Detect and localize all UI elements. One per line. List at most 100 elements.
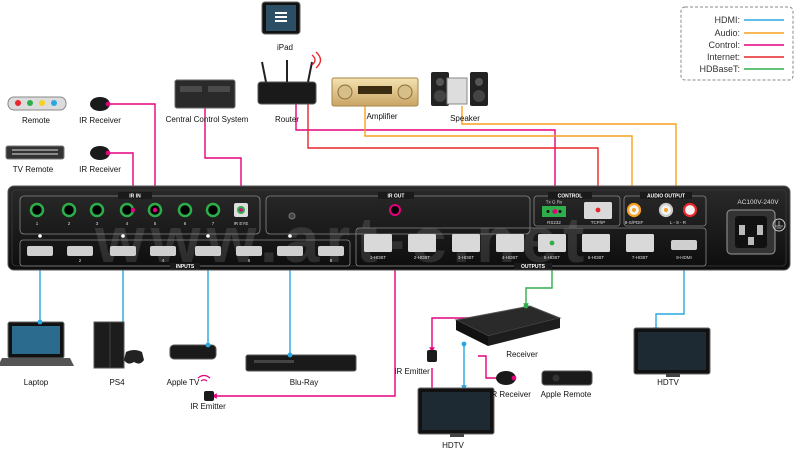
ir-out-label: IR OUT bbox=[388, 194, 405, 200]
svg-text:2: 2 bbox=[68, 221, 71, 226]
bluray-device bbox=[245, 352, 357, 372]
outputs-label: OUTPUTS bbox=[521, 264, 546, 270]
central-control-label: Central Control System bbox=[166, 115, 249, 124]
hdtv-center-label: HDTV bbox=[442, 441, 464, 450]
ipad-label: iPad bbox=[277, 43, 293, 52]
ir-emitter-1-icon bbox=[204, 391, 214, 401]
svg-text:2-HDBT: 2-HDBT bbox=[414, 255, 431, 260]
tv-remote-label: TV Remote bbox=[13, 165, 54, 174]
svg-text:8-S/PDIF: 8-S/PDIF bbox=[625, 220, 644, 225]
svg-text:Tx G Rx: Tx G Rx bbox=[546, 200, 563, 205]
hdmi-input-7[interactable] bbox=[277, 246, 303, 256]
ipad-device bbox=[261, 1, 301, 35]
svg-text:4: 4 bbox=[162, 258, 165, 263]
apple-tv-label: Apple TV bbox=[167, 378, 200, 387]
output-7-hdbt[interactable] bbox=[626, 234, 654, 252]
amplifier-label: Amplifier bbox=[366, 112, 397, 121]
ir-in-ports bbox=[29, 202, 248, 218]
hdtv-right-label: HDTV bbox=[657, 378, 679, 387]
audio-output-label: AUDIO OUTPUT bbox=[647, 194, 685, 200]
ir-in-label: IR IN bbox=[129, 194, 141, 200]
central-control-device bbox=[174, 79, 236, 109]
matrix-switcher-panel: www.art-c.net IR IN 1 2 3 4 5 6 7 IR EYE bbox=[7, 185, 791, 276]
wires-internet bbox=[307, 104, 601, 199]
svg-text:7: 7 bbox=[212, 221, 215, 226]
ir-eye-label: IR EYE bbox=[234, 221, 249, 226]
ir-emitter-2-label: IR Emitter bbox=[394, 367, 430, 376]
legend: HDMI: Audio: Control: Internet: HDBaseT: bbox=[680, 6, 794, 81]
svg-text:5: 5 bbox=[154, 221, 157, 226]
svg-text:3-HDBT: 3-HDBT bbox=[458, 255, 475, 260]
ground-icon bbox=[772, 218, 786, 232]
ir-out-port-active[interactable] bbox=[389, 204, 401, 216]
ir-receiver-3-icon bbox=[496, 371, 516, 385]
ps4-label: PS4 bbox=[109, 378, 125, 387]
legend-audio: Audio: bbox=[714, 28, 740, 38]
wires-hdbaset bbox=[523, 262, 553, 309]
hdmi-input-1[interactable] bbox=[27, 246, 53, 256]
hdmi-inputs bbox=[27, 234, 344, 256]
speaker-label: Speaker bbox=[450, 114, 480, 123]
svg-text:1: 1 bbox=[36, 221, 39, 226]
hdmi-input-5[interactable] bbox=[195, 246, 221, 256]
output-4-hdbt[interactable] bbox=[496, 234, 524, 252]
svg-text:RS232: RS232 bbox=[547, 220, 561, 225]
svg-text:4-HDBT: 4-HDBT bbox=[502, 255, 519, 260]
ir-in-port-7[interactable] bbox=[205, 202, 221, 218]
ir-emitter-1-label: IR Emitter bbox=[190, 402, 226, 411]
amplifier-device bbox=[331, 77, 419, 107]
wires-hdmi bbox=[37, 259, 685, 391]
ir-receiver-1-icon bbox=[90, 97, 110, 111]
output-3-hdbt[interactable] bbox=[452, 234, 480, 252]
control-label: CONTROL bbox=[558, 194, 583, 200]
output-6-hdbt[interactable] bbox=[582, 234, 610, 252]
legend-hdbaset: HDBaseT: bbox=[699, 64, 740, 74]
receiver-device bbox=[454, 303, 562, 347]
apple-tv-device bbox=[169, 342, 217, 382]
ps4-device bbox=[93, 321, 144, 369]
receiver-label: Receiver bbox=[506, 350, 538, 359]
output-2-hdbt[interactable] bbox=[408, 234, 436, 252]
router-device bbox=[257, 51, 322, 105]
speaker-device bbox=[431, 72, 488, 106]
svg-text:3: 3 bbox=[96, 221, 99, 226]
hdmi-input-8[interactable] bbox=[318, 246, 344, 256]
hdmi-input-2[interactable] bbox=[67, 246, 93, 256]
hdmi-input-4[interactable] bbox=[150, 246, 176, 256]
wifi-icon bbox=[311, 51, 322, 69]
apple-remote-label: Apple Remote bbox=[541, 390, 592, 399]
svg-text:6: 6 bbox=[184, 221, 187, 226]
hdmi-input-3[interactable] bbox=[110, 246, 136, 256]
ir-in-port-1[interactable] bbox=[29, 202, 45, 218]
bluray-label: Blu-Ray bbox=[290, 378, 318, 387]
svg-text:1-HDBT: 1-HDBT bbox=[370, 255, 387, 260]
legend-internet: Internet: bbox=[707, 52, 740, 62]
svg-text:TCP/IP: TCP/IP bbox=[591, 220, 606, 225]
svg-text:8: 8 bbox=[330, 258, 333, 263]
legend-hdmi: HDMI: bbox=[715, 15, 741, 25]
tv-remote-device bbox=[5, 145, 65, 160]
ir-in-port-2[interactable] bbox=[61, 202, 77, 218]
hdmi-input-6[interactable] bbox=[236, 246, 262, 256]
hdbaset-outputs bbox=[364, 234, 697, 252]
apple-remote-device bbox=[541, 370, 593, 386]
output-1-hdbt[interactable] bbox=[364, 234, 392, 252]
ir-receiver-1-label: IR Receiver bbox=[79, 116, 121, 125]
ir-receiver-2-label: IR Receiver bbox=[79, 165, 121, 174]
output-8-hdmi[interactable] bbox=[671, 240, 697, 250]
laptop-label: Laptop bbox=[24, 378, 49, 387]
svg-text:L - 8 - R: L - 8 - R bbox=[670, 220, 687, 225]
svg-text:6: 6 bbox=[248, 258, 251, 263]
ir-in-port-6[interactable] bbox=[177, 202, 193, 218]
audio-r-port[interactable] bbox=[682, 202, 698, 218]
ir-in-port-3[interactable] bbox=[89, 202, 105, 218]
ir-out-ports bbox=[288, 204, 401, 220]
inputs-label: INPUTS bbox=[176, 264, 195, 270]
remote-device bbox=[7, 96, 67, 111]
hdtv-right-device bbox=[633, 327, 711, 377]
svg-text:7-HDBT: 7-HDBT bbox=[632, 255, 649, 260]
ir-emitter-2-icon bbox=[427, 350, 437, 362]
svg-text:6-HDBT: 6-HDBT bbox=[588, 255, 605, 260]
remote-label: Remote bbox=[22, 116, 51, 125]
